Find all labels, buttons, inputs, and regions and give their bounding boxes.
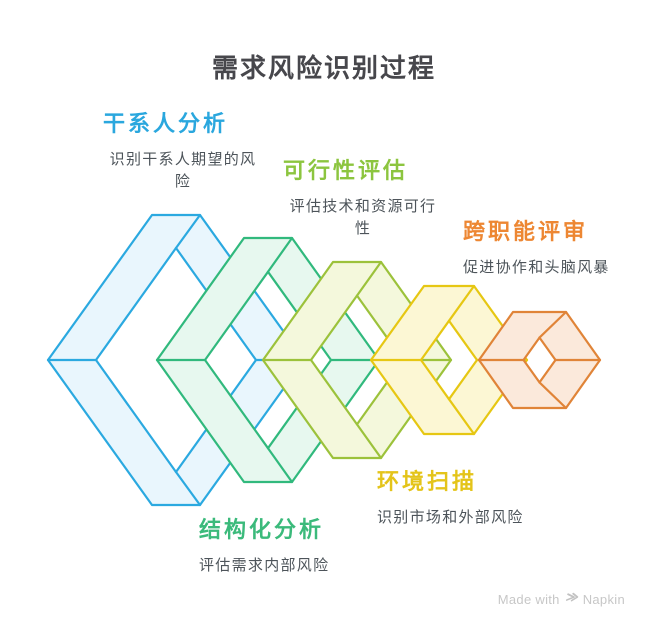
brand-text: Napkin [582, 591, 625, 607]
step-description: 识别市场和外部风险 [377, 509, 524, 526]
step-label-environment-scan: 环境扫描 识别市场和外部风险 [377, 464, 557, 529]
step-description: 评估需求内部风险 [199, 557, 330, 574]
step-heading: 可行性评估 [283, 158, 409, 183]
step-label-stakeholder-analysis: 干系人分析 识别干系人期望的风险 [103, 106, 263, 193]
step-description: 评估技术和资源可行性 [289, 198, 437, 237]
step-heading: 环境扫描 [377, 469, 478, 494]
made-with-text: Made with [497, 591, 560, 607]
page-title: 需求风险识别过程 [211, 53, 436, 83]
step-heading: 跨职能评审 [463, 219, 589, 244]
cube-depth-edges-structured-analysis [155, 236, 381, 484]
step-description: 促进协作和头脑风暴 [463, 259, 610, 276]
made-with-napkin-badge[interactable]: Made with Napkin [498, 591, 625, 607]
step-label-structured-analysis: 结构化分析 评估需求内部风险 [199, 512, 379, 577]
step-description: 识别干系人期望的风险 [109, 151, 257, 190]
cube-depth-edges-cross-functional-review [477, 310, 602, 410]
napkin-logo-icon [563, 591, 579, 607]
step-label-cross-functional-review: 跨职能评审 促进协作和头脑风暴 [463, 214, 643, 279]
step-heading: 干系人分析 [103, 111, 229, 136]
cube-depth-edges-feasibility-assessment [261, 260, 453, 460]
step-label-feasibility-assessment: 可行性评估 评估技术和资源可行性 [283, 153, 443, 240]
step-heading: 结构化分析 [199, 517, 325, 542]
